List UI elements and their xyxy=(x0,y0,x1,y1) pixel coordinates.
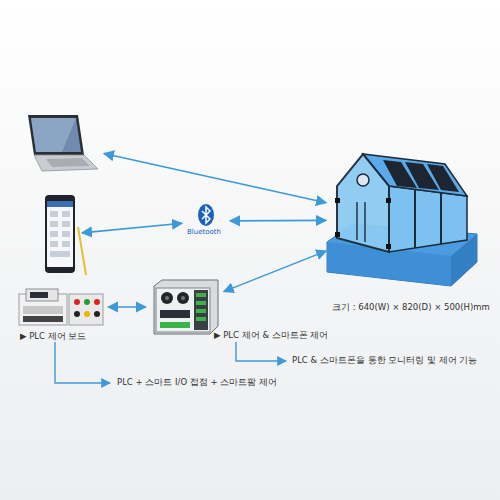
leader-line xyxy=(236,342,286,361)
function-note: PLC + 스마트 I/O 접점 + 스마트팜 제어 xyxy=(117,377,277,389)
bluetooth-node: Bluetooth xyxy=(186,202,226,240)
plc-controller-illustration xyxy=(150,278,220,336)
bidirectional-arrow xyxy=(104,154,326,203)
bidirectional-arrow xyxy=(230,220,326,222)
smartphone-illustration xyxy=(42,193,92,277)
laptop-node xyxy=(22,113,100,175)
bidirectional-arrow xyxy=(82,223,182,233)
smartphone-node xyxy=(42,193,78,277)
laptop-illustration xyxy=(22,113,100,175)
plc-board-node: ▶ PLC 제어 보드 xyxy=(18,288,104,326)
node-label: ▶ PLC 제어 & 스마트폰 제어 xyxy=(214,330,328,342)
leader-line xyxy=(55,342,110,383)
bidirectional-arrow xyxy=(108,306,146,308)
plc-controller-node: ▶ PLC 제어 & 스마트폰 제어 xyxy=(150,278,220,336)
node-label: 크기 : 640(W) × 820(D) × 500(H)mm xyxy=(332,302,490,314)
bluetooth-icon xyxy=(196,203,216,227)
node-label: Bluetooth xyxy=(187,228,221,236)
plc-board-illustration xyxy=(18,288,104,326)
node-label: ▶ PLC 제어 보드 xyxy=(20,331,86,343)
greenhouse-node: 크기 : 640(W) × 820(D) × 500(H)mm xyxy=(330,145,478,295)
bidirectional-arrow xyxy=(224,251,327,292)
function-note: PLC & 스마트폰을 통한 모니터링 및 제어 기능 xyxy=(292,355,477,367)
greenhouse-illustration xyxy=(325,140,480,295)
